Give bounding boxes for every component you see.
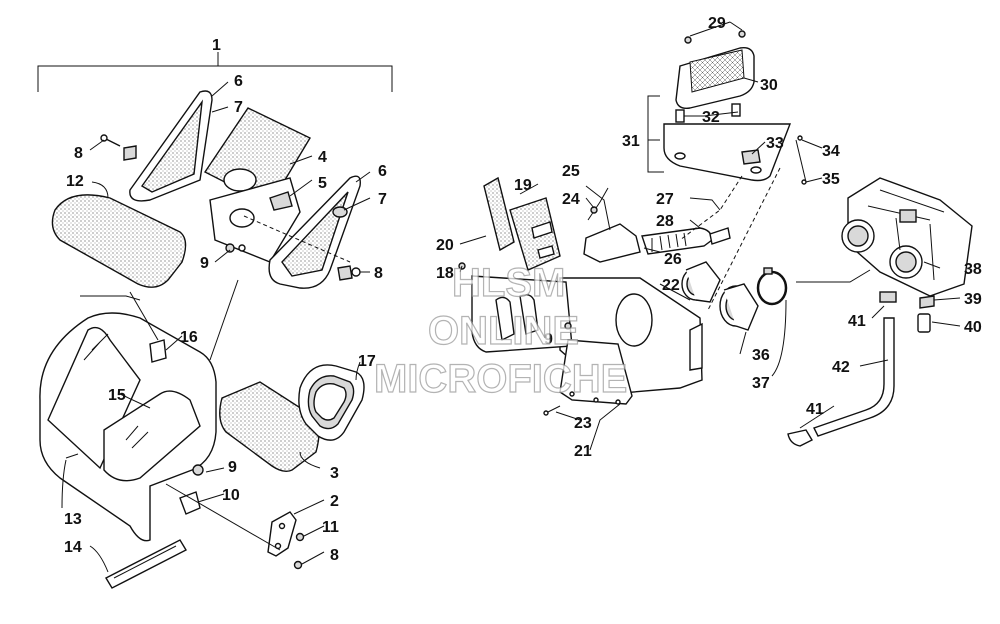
callout-30: 30 [760, 77, 778, 94]
callout-2: 2 [330, 493, 339, 510]
mount-plate [209, 177, 301, 263]
callout-10: 10 [222, 487, 240, 504]
bracket-2 [267, 511, 297, 557]
callout-9-upper: 9 [200, 255, 209, 272]
callout-18: 18 [436, 265, 454, 282]
callout-8-upper: 8 [74, 145, 83, 162]
callout-36: 36 [752, 347, 770, 364]
screw-8-upper [100, 134, 137, 161]
fitting-39 [919, 295, 935, 309]
callout-34: 34 [822, 143, 840, 160]
right-leaders [459, 21, 961, 451]
intake-boot-2 [719, 283, 759, 331]
left-leaders [61, 81, 371, 573]
rod-34-35 [795, 135, 807, 185]
filter-housing-left [129, 90, 213, 202]
callout-15: 15 [108, 387, 126, 404]
watermark-line-1: HLSM [452, 261, 565, 305]
callout-6-upper: 6 [234, 73, 243, 90]
callout-37: 37 [752, 375, 770, 392]
callout-11: 11 [322, 519, 339, 536]
bracket-10 [179, 491, 201, 515]
callout-38: 38 [964, 261, 982, 278]
callout-24: 24 [562, 191, 580, 208]
grommet-33 [741, 149, 761, 165]
callout-20: 20 [436, 237, 454, 254]
callout-31: 31 [622, 133, 640, 150]
sensor-bracket-25 [583, 187, 641, 263]
callout-12: 12 [66, 173, 84, 190]
callout-3: 3 [330, 465, 339, 482]
side-panel-19 [483, 176, 561, 271]
callout-41-upper: 41 [848, 313, 866, 330]
clip [129, 291, 167, 363]
screw-29-right [738, 30, 746, 38]
watermark: HLSM ONLINE MICROFICHE [373, 260, 628, 401]
callout-5: 5 [318, 175, 327, 192]
hose-clamp-37 [756, 267, 788, 306]
watermark-line-2: ONLINE [428, 309, 579, 353]
callout-22: 22 [662, 277, 680, 294]
watermark-line-3: MICROFICHE [374, 357, 627, 401]
callout-14: 14 [64, 539, 82, 556]
callout-41-lower: 41 [806, 401, 824, 418]
filter-housing-right [268, 175, 361, 289]
callout-9-right: 9 [544, 331, 553, 348]
callout-32: 32 [702, 109, 720, 126]
screw-24 [590, 206, 598, 214]
callout-labels: 1 2 3 4 5 6 6 7 7 8 8 8 9 9 9 10 11 12 1… [64, 15, 982, 564]
hose-connector-28 [641, 227, 731, 255]
nut-9-lower [192, 464, 204, 476]
callout-7-upper: 7 [234, 99, 243, 116]
nut-9-upper [225, 243, 246, 253]
callout-42: 42 [832, 359, 850, 376]
callout-9-lower: 9 [228, 459, 237, 476]
callout-35: 35 [822, 171, 840, 188]
cap-40 [917, 313, 931, 333]
callout-39: 39 [964, 291, 982, 308]
callout-7-right: 7 [378, 191, 387, 208]
callout-16: 16 [180, 329, 198, 346]
base-plate-21 [559, 339, 633, 405]
callout-26: 26 [664, 251, 682, 268]
intake-silencer-box [675, 46, 755, 110]
callout-27: 27 [656, 191, 674, 208]
callout-29: 29 [708, 15, 726, 32]
screw-29-left [684, 36, 692, 44]
callout-40: 40 [964, 319, 982, 336]
screw-8-lower [293, 560, 303, 570]
callout-8-right: 8 [374, 265, 383, 282]
callout-19: 19 [514, 177, 532, 194]
callout-17: 17 [358, 353, 376, 370]
throttle-body-assembly [841, 177, 973, 297]
screw-23 [543, 405, 561, 416]
vent-hose [787, 291, 897, 447]
callout-23: 23 [574, 415, 592, 432]
callout-28: 28 [656, 213, 674, 230]
spacer-32-right [731, 103, 741, 117]
side-panel-18 [458, 262, 573, 353]
front-air-housing [39, 312, 217, 542]
callout-1: 1 [212, 37, 221, 54]
foam-duct [51, 194, 187, 288]
callout-13: 13 [64, 511, 82, 528]
screw-11 [295, 532, 305, 542]
callout-8-lower: 8 [330, 547, 339, 564]
callout-21: 21 [574, 443, 592, 460]
callout-6-right: 6 [378, 163, 387, 180]
seal-ring [298, 364, 365, 441]
spacer-32-left [675, 109, 685, 123]
intake-boot-1 [681, 261, 721, 303]
callout-4: 4 [318, 149, 327, 166]
callout-33: 33 [766, 135, 784, 152]
decal [105, 539, 187, 589]
screw-8-right [337, 265, 361, 281]
callout-25: 25 [562, 163, 580, 180]
mount-bracket-plate [647, 95, 792, 182]
assembly-bracket [37, 52, 393, 92]
